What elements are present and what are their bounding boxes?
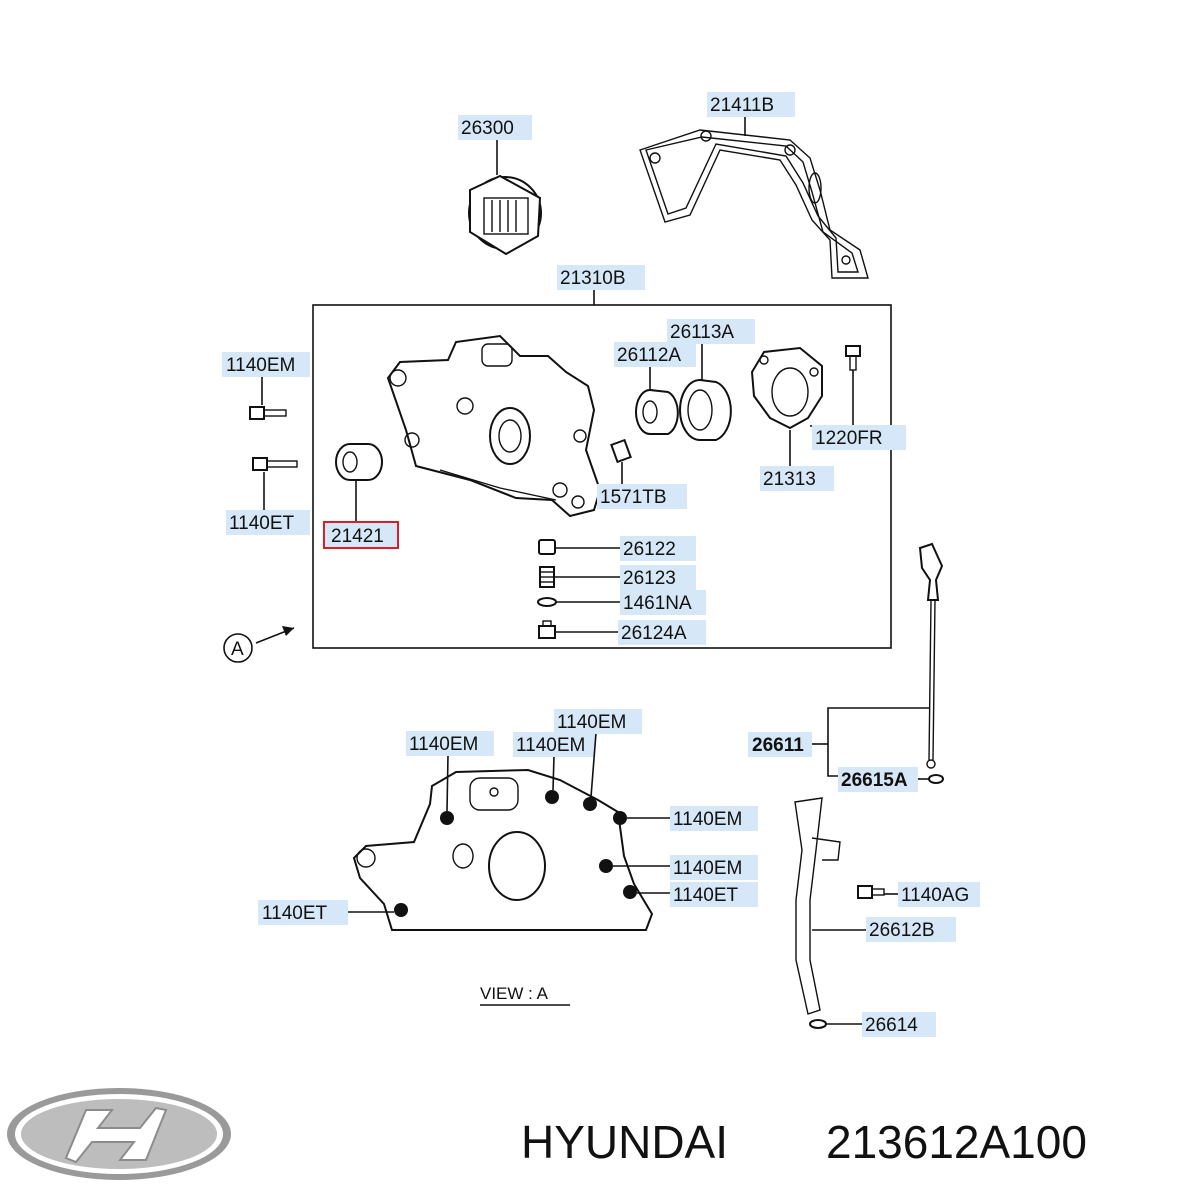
bolt-1140EM-drawing <box>249 406 287 420</box>
label-1140EM-b: 1140EM <box>409 734 478 755</box>
label-1140ET-a: 1140ET <box>229 513 295 534</box>
view-caption: VIEW : A <box>480 984 549 1003</box>
label-21310B: 21310B <box>560 268 626 289</box>
label-1140EM-a: 1140EM <box>226 355 295 376</box>
assembly-frame <box>312 304 892 649</box>
pump-cover-21313-drawing <box>750 346 823 430</box>
spring-26123-drawing <box>539 566 555 588</box>
view-marker-a: A <box>223 626 295 663</box>
label-26612B: 26612B <box>869 920 935 941</box>
pump-view-a-drawing <box>352 768 654 931</box>
oil-seal-21421-drawing <box>335 443 383 481</box>
hyundai-logo-icon <box>7 1088 231 1180</box>
label-26123: 26123 <box>623 568 676 589</box>
label-21421: 21421 <box>331 526 384 547</box>
label-1220FR: 1220FR <box>815 428 883 449</box>
o-ring-26614-drawing <box>809 1019 827 1029</box>
label-26124A: 26124A <box>621 623 687 644</box>
plug-26124A-drawing <box>538 620 556 639</box>
oil-pump-body-drawing <box>386 334 602 518</box>
dipstick-drawing <box>918 542 944 769</box>
svg-text:A: A <box>231 639 244 660</box>
label-26611: 26611 <box>752 735 804 756</box>
brand-name: HYUNDAI <box>521 1116 728 1168</box>
label-21313: 21313 <box>763 469 816 490</box>
gasket-1461NA-drawing <box>537 597 557 607</box>
label-1140EM-d: 1140EM <box>557 712 626 733</box>
label-26615A: 26615A <box>841 770 908 791</box>
label-1140AG: 1140AG <box>901 885 969 906</box>
screw-1220FR-drawing <box>845 345 861 371</box>
label-26112A: 26112A <box>617 345 681 366</box>
label-1140ET-c: 1140ET <box>262 903 328 924</box>
label-1140EM-c: 1140EM <box>516 735 585 756</box>
pin-1571TB-drawing <box>610 438 632 464</box>
label-1140EM-e: 1140EM <box>673 809 742 830</box>
outer-gear-drawing <box>679 379 732 441</box>
o-ring-26615A-drawing <box>928 774 944 784</box>
label-26122: 26122 <box>623 539 676 560</box>
label-21411B: 21411B <box>710 95 774 116</box>
bolt-1140ET-drawing <box>252 457 298 471</box>
label-26614: 26614 <box>865 1015 918 1036</box>
bolt-1140AG-drawing <box>857 885 885 899</box>
label-1140EM-f: 1140EM <box>673 858 742 879</box>
guide-tube-drawing <box>794 797 841 1015</box>
gasket-drawing <box>639 129 869 279</box>
label-1461NA: 1461NA <box>623 593 692 614</box>
oil-filter-drawing <box>468 174 542 256</box>
part-number: 213612A100 <box>826 1116 1087 1168</box>
plunger-26122-drawing <box>538 539 556 555</box>
inner-gear-drawing <box>635 389 679 435</box>
label-26300: 26300 <box>461 118 514 139</box>
label-1571TB: 1571TB <box>600 487 667 508</box>
highlight-box-21421 <box>323 521 399 549</box>
label-1140ET-b: 1140ET <box>673 885 739 906</box>
label-26113A: 26113A <box>670 322 734 343</box>
